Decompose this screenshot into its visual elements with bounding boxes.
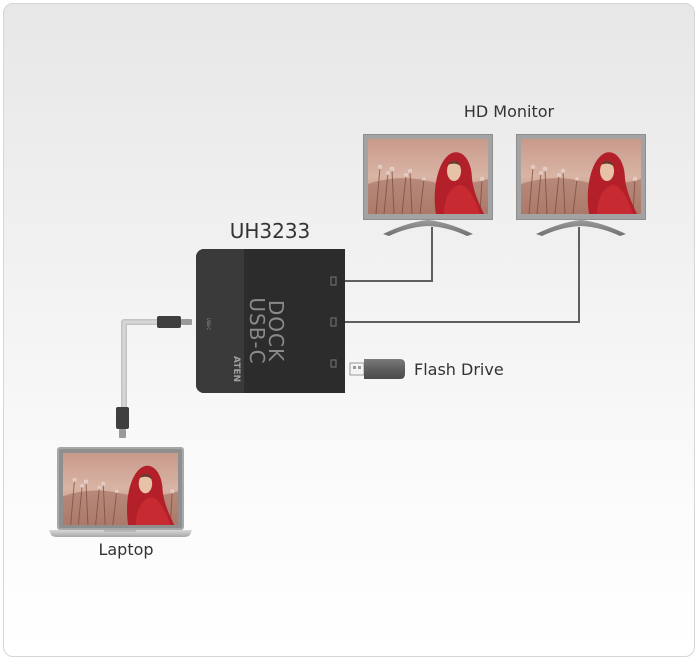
flash-drive-label: Flash Drive <box>414 360 504 379</box>
hdmi-port-2 <box>330 317 337 327</box>
flash-drive <box>349 359 405 379</box>
dock-face-text-2: DOCK <box>264 300 288 362</box>
laptop <box>49 447 192 537</box>
usb-c-plug-laptop <box>116 407 129 429</box>
usb-c-cable <box>116 316 192 438</box>
hd-monitor-label: HD Monitor <box>464 102 555 121</box>
hdmi-cable-2 <box>344 227 580 323</box>
usb-c-dock: USB-C DOCK ATEN USB-C <box>196 249 345 393</box>
dock-port-label: USB-C <box>206 318 211 331</box>
diagram-frame: HD Monitor UH3233 USB-C DOCK <box>3 3 695 657</box>
laptop-label: Laptop <box>98 540 153 559</box>
hdmi-cable-1 <box>344 227 433 282</box>
laptop-screen <box>63 453 178 525</box>
dock-model-label: UH3233 <box>230 219 311 243</box>
monitor-2-screen <box>521 139 641 214</box>
usb-port <box>330 359 337 368</box>
hd-monitor-2 <box>516 134 646 236</box>
monitor-1-screen <box>368 139 488 214</box>
hdmi-port-1 <box>330 276 337 286</box>
connection-diagram: HD Monitor UH3233 USB-C DOCK <box>49 102 646 559</box>
aten-logo: ATEN <box>231 356 241 382</box>
usb-c-plug-dock <box>157 316 181 328</box>
hd-monitor-1 <box>363 134 493 236</box>
dock-face-text-1: USB-C <box>245 297 269 364</box>
